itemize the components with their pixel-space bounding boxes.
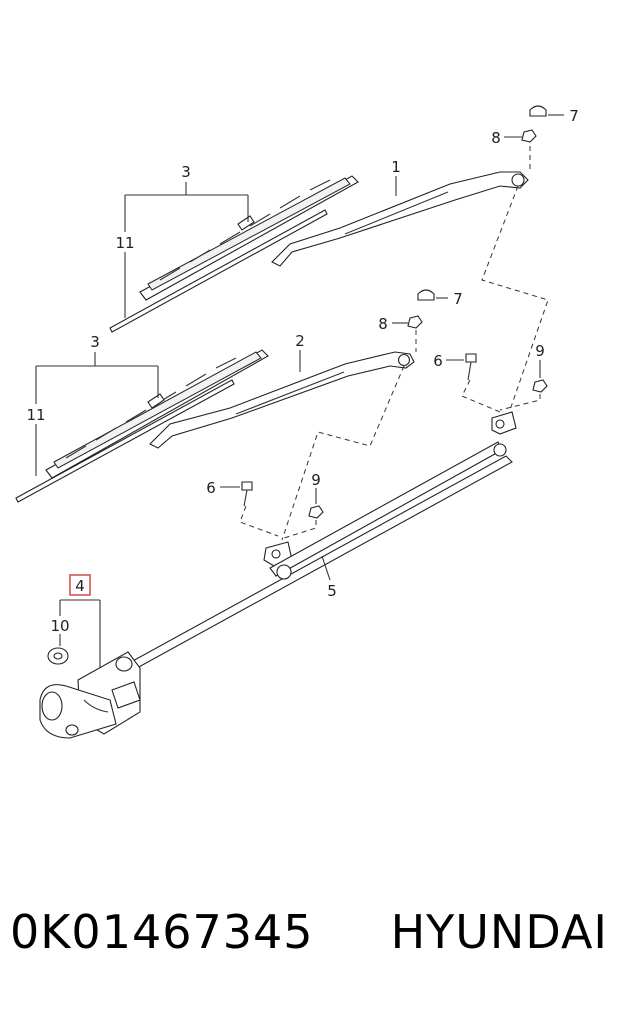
callout-10: 10 (50, 617, 69, 635)
part-number: 0K01467345 (10, 905, 314, 959)
wiper-exploded-diagram: 1 2 3 3 4 5 6 6 7 7 8 8 9 9 10 11 11 (15, 105, 579, 739)
callout-9-upper: 9 (535, 342, 545, 360)
wiper-motor (39, 600, 141, 739)
lower-wiper-blade (15, 349, 269, 503)
assembly-lines (239, 146, 549, 541)
upper-callout-lines (124, 182, 249, 318)
callout-5: 5 (327, 582, 337, 600)
upper-wiper-blade (109, 175, 359, 333)
callout-6-upper: 6 (433, 352, 443, 370)
callout-8-lower: 8 (378, 315, 388, 333)
callout-6-lower: 6 (206, 479, 216, 497)
highlight-box (69, 574, 91, 596)
callout-11-lower: 11 (26, 406, 45, 424)
pivots (263, 411, 517, 567)
callout-9-lower: 9 (311, 471, 321, 489)
callout-2: 2 (295, 332, 305, 350)
callout-1: 1 (391, 158, 401, 176)
callout-8-upper: 8 (491, 129, 501, 147)
callout-7-upper: 7 (569, 107, 579, 125)
lower-wiper-arm (149, 350, 415, 449)
lower-blade-refill (15, 379, 235, 503)
callout-3-upper: 3 (181, 163, 191, 181)
lower-callout-lines (35, 352, 159, 476)
part-caption: 0K01467345 HYUNDAI (0, 905, 620, 975)
callout-11-upper: 11 (115, 234, 134, 252)
motor-callout-lines (59, 599, 100, 646)
callout-4: 4 (75, 577, 85, 595)
hardware (47, 105, 564, 665)
callout-7-lower: 7 (453, 290, 463, 308)
callout-3-lower: 3 (90, 333, 100, 351)
brand-name: HYUNDAI (390, 905, 608, 959)
upper-wiper-arm (271, 171, 529, 267)
upper-blade-refill (109, 209, 328, 333)
